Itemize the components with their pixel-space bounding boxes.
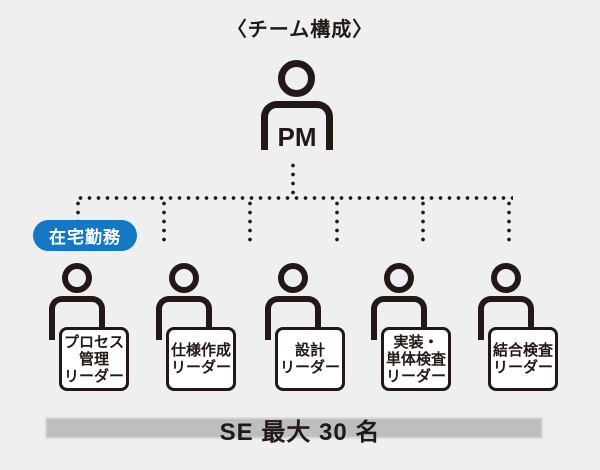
person-body-icon bbox=[371, 296, 427, 340]
person-head-icon bbox=[62, 263, 92, 293]
person-body-icon bbox=[265, 296, 321, 340]
diagram-title: 〈チーム構成〉 bbox=[226, 19, 374, 41]
se-count-label: SE 最大 30 名 bbox=[219, 419, 381, 446]
connector-drop-dots bbox=[421, 199, 425, 242]
pm-person-body-icon: PM bbox=[261, 101, 333, 150]
leader-label-box: プロセス 管理 リーダー bbox=[59, 327, 129, 391]
person-head-icon bbox=[491, 263, 521, 293]
leader-label-line: リーダー bbox=[170, 359, 231, 376]
person-body-icon bbox=[478, 296, 534, 340]
leader-label-box: 仕様作成 リーダー bbox=[166, 327, 236, 391]
pm-label: PM bbox=[277, 122, 317, 152]
leader-label-line: プロセス bbox=[63, 333, 124, 351]
leader-label-line: リーダー bbox=[279, 359, 340, 376]
connector-drop-dots bbox=[335, 199, 339, 242]
leader-label-box: 結合検査 リーダー bbox=[488, 327, 558, 391]
leader-label-line: 単体検査 bbox=[385, 350, 446, 368]
connector-drop-dots bbox=[162, 199, 166, 242]
leader-label-line: 実装・ bbox=[393, 333, 439, 351]
person-head-icon bbox=[278, 263, 308, 293]
leader-label-line: リーダー bbox=[63, 367, 124, 385]
leader-label-box: 実装・ 単体検査 リーダー bbox=[381, 327, 451, 391]
leader-label-line: 結合検査 bbox=[492, 342, 553, 359]
person-head-icon bbox=[384, 263, 414, 293]
leader-label-line: 仕様作成 bbox=[170, 342, 231, 359]
remote-work-badge: 在宅勤務 bbox=[33, 220, 137, 251]
remote-work-badge-label: 在宅勤務 bbox=[49, 228, 121, 247]
leader-label-line: 設計 bbox=[294, 342, 325, 359]
leader-label-box: 設計 リーダー bbox=[275, 327, 345, 391]
se-count-bar bbox=[45, 417, 543, 439]
leader-label-line: リーダー bbox=[385, 367, 446, 385]
person-body-icon bbox=[156, 296, 212, 340]
leader-label-line: リーダー bbox=[492, 359, 553, 376]
pm-person-head-icon bbox=[278, 60, 315, 97]
person-body-icon bbox=[49, 296, 105, 340]
connector-drop-dots bbox=[507, 199, 511, 242]
connector-stem-dots bbox=[291, 161, 295, 198]
leader-label-line: 管理 bbox=[78, 350, 109, 368]
person-head-icon bbox=[169, 263, 199, 293]
connector-drop-dots bbox=[248, 199, 252, 242]
connector-rail-dots bbox=[76, 196, 513, 200]
